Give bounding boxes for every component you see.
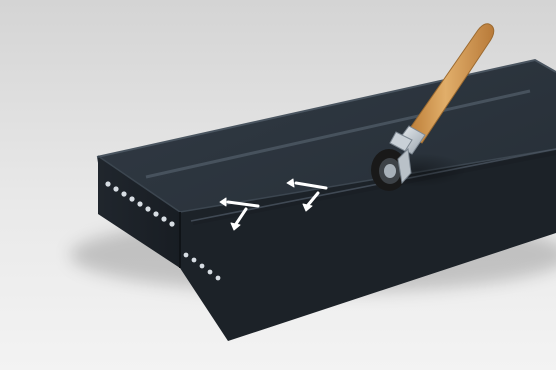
roller-hub-inner <box>384 164 396 178</box>
